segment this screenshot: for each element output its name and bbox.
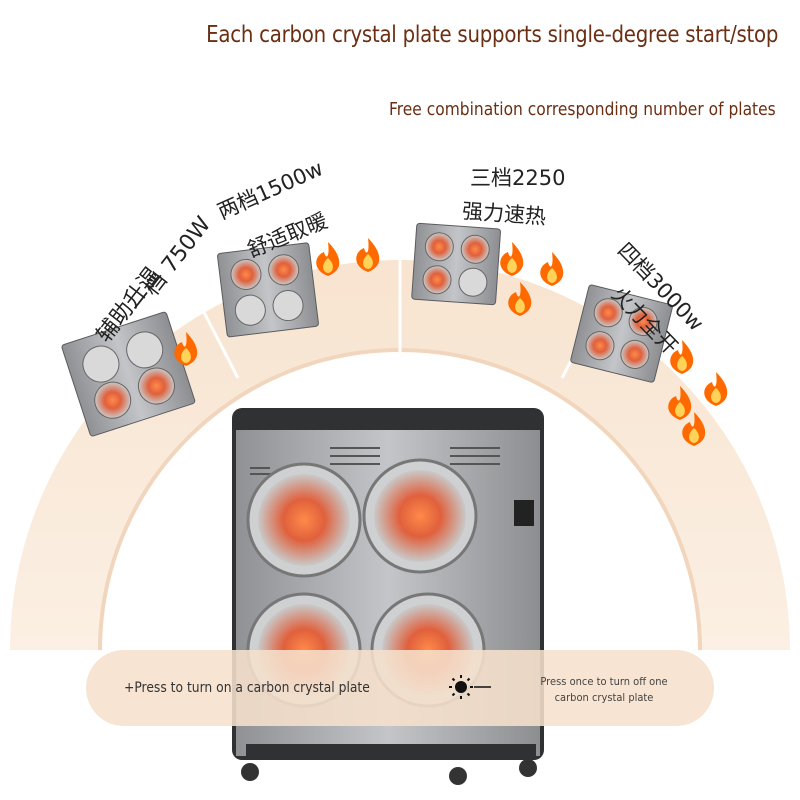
turn-off-instruction: Press once to turn off one carbon crysta…	[540, 675, 668, 704]
mini-heater-3	[411, 222, 501, 306]
page-title: Each carbon crystal plate supports singl…	[205, 22, 778, 48]
mini-heater-1	[61, 311, 196, 437]
flame-core-icon	[675, 402, 685, 417]
page-subtitle: Free combination corresponding number of…	[389, 99, 776, 120]
control-banner	[86, 650, 714, 726]
flame-icons	[174, 238, 728, 446]
flame-core-icon	[507, 258, 517, 273]
main-heater	[232, 408, 544, 785]
flame-core-icon	[181, 348, 191, 363]
flame-core-icon	[711, 388, 721, 403]
turn-on-instruction: +Press to turn on a carbon crystal plate	[124, 680, 370, 696]
flame-core-icon	[547, 268, 557, 283]
sun-icon[interactable]	[448, 674, 492, 700]
flame-core-icon	[515, 298, 525, 313]
flame-core-icon	[323, 258, 333, 273]
mini-heater-4	[570, 284, 673, 383]
flame-core-icon	[677, 356, 687, 371]
level-3-label: 三档2250	[470, 166, 565, 191]
level-3-power: 三档2250	[470, 166, 566, 190]
flame-core-icon	[689, 428, 699, 443]
mini-heater-2	[217, 242, 319, 338]
flame-core-icon	[363, 254, 373, 269]
